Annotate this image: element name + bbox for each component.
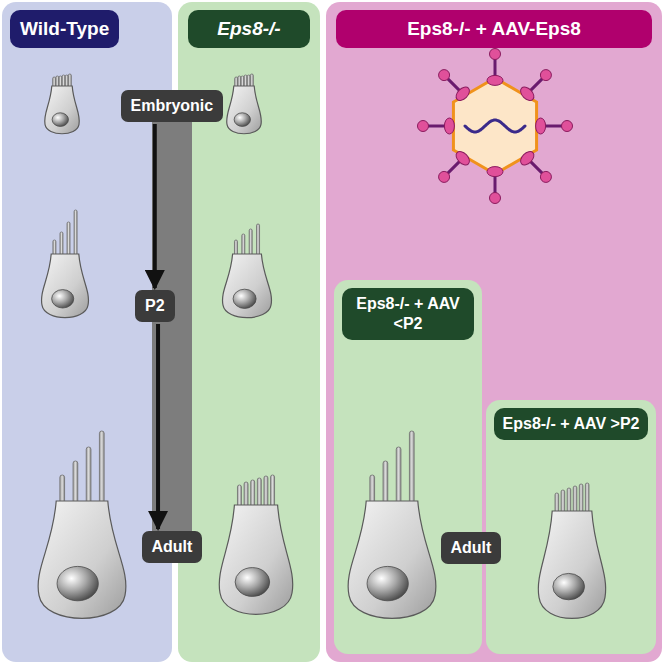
spike-tip [540, 70, 551, 81]
capsid [453, 78, 536, 174]
cell-nucleus [52, 113, 68, 127]
stereocilium [370, 475, 375, 503]
stage-label: Adult [441, 532, 502, 564]
spike-tip [562, 121, 573, 132]
spike-tip [418, 121, 429, 132]
stereocilium [60, 232, 63, 256]
cell-nucleus [52, 290, 74, 308]
capsid-protein [454, 149, 472, 167]
stage-label-box: Adult [142, 531, 203, 563]
hair-cell [227, 74, 262, 134]
stereocilium [271, 475, 275, 507]
capsid-protein [487, 75, 503, 85]
stereocilium [73, 461, 78, 503]
cell-body [223, 254, 272, 318]
panel-heading: Eps8-/- + AAV >P2 [494, 408, 648, 440]
viral-genome [465, 120, 525, 132]
capsid-protein [444, 118, 454, 134]
cell-body [227, 86, 262, 134]
stage-label: Embryonic [121, 90, 224, 122]
capsid-protein [454, 85, 472, 103]
cell-nucleus [234, 113, 250, 127]
panel-heading: Eps8-/- [188, 10, 310, 48]
hair-cell [45, 74, 80, 134]
stereocilium [555, 493, 559, 513]
stereocilium [573, 486, 577, 513]
stereocilium [561, 490, 565, 513]
panel-fill [334, 280, 482, 654]
stereocilium [237, 485, 241, 507]
cell-nucleus [57, 566, 98, 600]
stereocilium [99, 431, 104, 503]
cell-body [219, 505, 292, 614]
stage-label-box: Adult [441, 532, 502, 564]
stereocilium [74, 210, 77, 256]
spike-tip [540, 171, 551, 182]
stereocilium [257, 224, 260, 256]
stereocilium [60, 475, 65, 503]
capsid-protein [536, 118, 546, 134]
cell-body [42, 254, 89, 318]
aav-particle [418, 49, 573, 204]
stereocilium [251, 480, 255, 507]
treatment-panel: Eps8-/- + AAV <P2 [334, 280, 482, 654]
stereocilium [264, 476, 268, 507]
spike-tip [490, 49, 501, 60]
stereocilium [409, 431, 414, 503]
cell-body [38, 501, 126, 618]
panel-fill [326, 2, 662, 662]
timeline-arrow [156, 324, 160, 529]
cell-nucleus [553, 573, 585, 599]
stereocilium [383, 461, 388, 503]
stereocilium [396, 447, 401, 503]
stage-label-box: P2 [135, 290, 175, 322]
stereocilium [244, 482, 248, 507]
hair-cell [538, 483, 605, 618]
stereocilium [567, 488, 571, 513]
genotype-panel: Eps8-/- + AAV-Eps8Eps8-/- + AAV <P2Eps8-… [326, 2, 662, 662]
hair-cell [223, 224, 272, 318]
hair-cell [42, 210, 89, 318]
cell-nucleus [235, 568, 270, 597]
stereocilium [67, 222, 70, 256]
spike-tip [490, 193, 501, 204]
cell-nucleus [233, 289, 256, 308]
stage-label: P2 [135, 290, 175, 322]
panel-heading: Eps8-/- + AAV-Eps8 [336, 10, 652, 48]
hair-cell [219, 475, 292, 614]
capsid-protein [518, 85, 536, 103]
timeline-arrow [153, 124, 157, 288]
hair-cell [38, 431, 126, 618]
stereocilium [242, 234, 245, 256]
stereocilium [257, 478, 261, 507]
spike-tip [439, 171, 450, 182]
cell-body [348, 501, 436, 618]
cell-body [45, 86, 80, 134]
stage-label: Adult [142, 531, 203, 563]
stereocilium [249, 229, 252, 256]
stereocilium [585, 483, 589, 513]
stage-label-box: Embryonic [121, 90, 224, 122]
cell-body [538, 511, 605, 618]
spike-tip [439, 70, 450, 81]
panel-heading: Eps8-/- + AAV <P2 [342, 288, 474, 340]
timeline-band [152, 118, 192, 550]
panel-fill [486, 400, 656, 654]
panel-heading: Wild-Type [10, 10, 119, 48]
treatment-panel: Eps8-/- + AAV >P2 [486, 400, 656, 654]
stereocilium [579, 484, 583, 513]
capsid-protein [487, 167, 503, 177]
cell-nucleus [367, 566, 408, 600]
hair-cell [348, 431, 436, 618]
stereocilium [86, 447, 91, 503]
capsid-protein [518, 149, 536, 167]
